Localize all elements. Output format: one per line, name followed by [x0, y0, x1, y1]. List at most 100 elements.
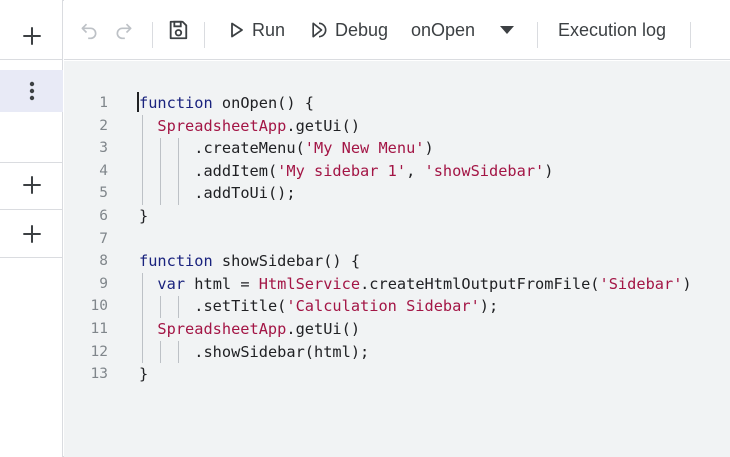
indent-guide: [178, 138, 179, 205]
code-line[interactable]: SpreadsheetApp.getUi(): [139, 318, 692, 341]
debug-label: Debug: [335, 19, 389, 40]
line-number: 13: [90, 366, 108, 383]
rail-divider: [0, 257, 63, 258]
add-library-button[interactable]: [0, 165, 63, 205]
line-number: 4: [99, 162, 108, 179]
redo-icon: [116, 23, 132, 40]
code-token: onOpen() {: [212, 94, 314, 112]
indent-guide: [142, 115, 143, 205]
add-icon: [22, 27, 41, 45]
add-icon: [22, 176, 41, 194]
code-token: .getUi(): [286, 319, 361, 338]
debug-button[interactable]: Debug: [309, 0, 388, 60]
save-icon: [169, 20, 188, 40]
code-token: .setTitle(: [194, 297, 287, 316]
rail-divider: [0, 209, 63, 210]
code-token: ): [544, 161, 554, 180]
toolbar-divider: [152, 22, 153, 48]
code-token: .addToUi();: [194, 184, 296, 203]
code-token: showSidebar() {: [212, 252, 361, 271]
code-indent: [139, 139, 194, 157]
code-line[interactable]: function showSidebar() {: [139, 250, 692, 273]
line-number: 2: [99, 117, 108, 134]
toolbar-divider: [537, 22, 538, 48]
code-indent: [139, 297, 194, 315]
function-select-value: onOpen: [411, 19, 476, 40]
line-number: 5: [99, 185, 108, 202]
indent-guide: [160, 296, 161, 318]
undo-button[interactable]: [79, 0, 99, 60]
code-line[interactable]: [139, 228, 692, 251]
code-token: }: [139, 365, 149, 384]
code-indent: [139, 162, 194, 180]
toolbar-divider: [204, 22, 205, 48]
code-token: .createHtmlOutputFromFile(: [360, 274, 600, 293]
line-number: 8: [99, 253, 108, 270]
file-item-selected[interactable]: [0, 70, 63, 112]
code-token: .getUi(): [286, 116, 361, 135]
code-line[interactable]: .createMenu('My New Menu'): [139, 137, 692, 160]
indent-guide: [160, 138, 161, 205]
code-indent: [139, 320, 157, 338]
run-button[interactable]: Run: [230, 0, 285, 60]
code-token: .showSidebar(html);: [194, 342, 370, 361]
code-indent: [139, 343, 194, 361]
debug-icon: [312, 22, 327, 38]
code-line[interactable]: .showSidebar(html);: [139, 341, 692, 364]
line-number: 9: [99, 275, 108, 292]
code-token: html =: [185, 274, 259, 293]
dropdown-arrow-icon: [500, 26, 515, 34]
code-token: var: [157, 274, 186, 293]
code-line[interactable]: }: [139, 363, 692, 386]
toolbar-divider: [690, 22, 691, 48]
code-line[interactable]: .addToUi();: [139, 182, 692, 205]
execution-log-button[interactable]: Execution log: [558, 0, 666, 60]
code-content[interactable]: function onOpen() { SpreadsheetApp.getUi…: [139, 92, 692, 386]
indent-guide: [178, 296, 179, 318]
indent-guide: [160, 341, 161, 363]
code-token: 'showSidebar': [424, 161, 545, 180]
indent-guide: [142, 273, 143, 363]
more-vert-icon[interactable]: [29, 81, 35, 101]
code-token: 'Sidebar': [599, 274, 683, 293]
save-button[interactable]: [167, 0, 189, 60]
line-number: 12: [90, 343, 108, 360]
code-line[interactable]: .addItem('My sidebar 1', 'showSidebar'): [139, 160, 692, 183]
play-icon: [231, 22, 243, 38]
add-service-button[interactable]: [0, 214, 63, 254]
code-line[interactable]: function onOpen() {: [139, 92, 692, 115]
rail-divider: [0, 59, 63, 60]
run-label: Run: [252, 19, 286, 40]
code-line[interactable]: SpreadsheetApp.getUi(): [139, 115, 692, 138]
code-token: }: [139, 206, 149, 225]
redo-button[interactable]: [114, 0, 134, 60]
code-token: SpreadsheetApp: [157, 116, 287, 135]
code-token: .createMenu(: [194, 139, 305, 158]
code-indent: [139, 117, 157, 135]
code-line[interactable]: }: [139, 205, 692, 228]
code-token: 'Calculation Sidebar': [286, 297, 480, 316]
add-icon: [22, 225, 41, 243]
code-token: function: [139, 94, 213, 112]
line-number: 11: [90, 320, 108, 337]
code-token: ): [682, 274, 692, 293]
code-token: );: [479, 297, 499, 316]
text-cursor: [137, 92, 139, 112]
line-number: 1: [99, 95, 108, 111]
code-token: 'My New Menu': [304, 139, 425, 158]
rail-divider: [0, 162, 63, 163]
line-number: 7: [99, 230, 108, 247]
code-token: function: [139, 252, 213, 271]
code-token: 'My sidebar 1': [277, 161, 407, 180]
code-line[interactable]: .setTitle('Calculation Sidebar');: [139, 295, 692, 318]
add-file-button[interactable]: [0, 16, 63, 56]
left-rail: [0, 0, 63, 457]
execution-log-label: Execution log: [558, 19, 667, 40]
line-number: 3: [99, 140, 108, 157]
function-select[interactable]: onOpen: [411, 0, 515, 60]
code-line[interactable]: var html = HtmlService.createHtmlOutputF…: [139, 273, 692, 296]
code-indent: [139, 184, 194, 202]
line-number: 6: [99, 207, 108, 224]
